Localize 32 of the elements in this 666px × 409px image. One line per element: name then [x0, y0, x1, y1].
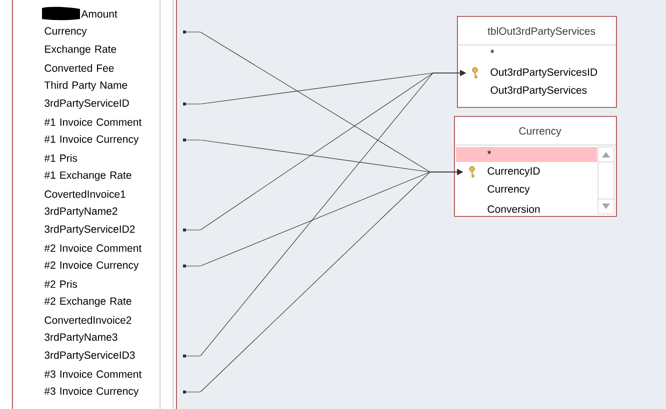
field-name: #1 Exchange Rate [44, 171, 132, 181]
field-name: #2 Invoice Currency [44, 261, 139, 271]
selected-row: * [456, 147, 597, 162]
field-name: Third Party Name [44, 81, 128, 91]
field-name: 3rdPartyServiceID2 [44, 225, 135, 235]
field-name: #1 Invoice Comment [44, 118, 142, 126]
field-name: #1 Pris [44, 154, 78, 162]
field-name: Currency [44, 27, 87, 37]
field-name: #3 Invoice Comment [44, 370, 142, 378]
field-name: Exchange Rate [45, 45, 116, 55]
field-name: 3rdPartyName3 [44, 333, 118, 343]
field-name: CovertedInvoice1 [44, 190, 126, 198]
field-name: Amount [81, 10, 118, 18]
join-line [200, 168, 463, 392]
field-name: 3rdPartyName2 [44, 207, 118, 217]
field-name: Converted Fee [44, 64, 114, 72]
field-name: #3 Invoice Currency [44, 387, 139, 397]
field-name: Currency [488, 185, 530, 195]
table-panel [12, 0, 177, 409]
field-name: #1 Invoice Currency [44, 135, 139, 145]
field-name: #2 Pris [44, 280, 78, 288]
field-name: #2 Invoice Comment [44, 244, 142, 252]
field-name: Out3rdPartyServicesID [490, 68, 598, 78]
field-name: 3rdPartyServiceID [44, 99, 129, 109]
field-name: Conversion [488, 205, 540, 213]
field-name: Out3rdPartyServices [490, 86, 587, 96]
field-name: * [490, 49, 494, 54]
field-name: 3rdPartyServiceID3 [44, 351, 135, 361]
field-name: #2 Exchange Rate [44, 297, 132, 307]
field-name: CurrencyID [488, 167, 540, 177]
field-name: ConvertedInvoice2 [44, 316, 132, 324]
join-line [200, 70, 466, 356]
